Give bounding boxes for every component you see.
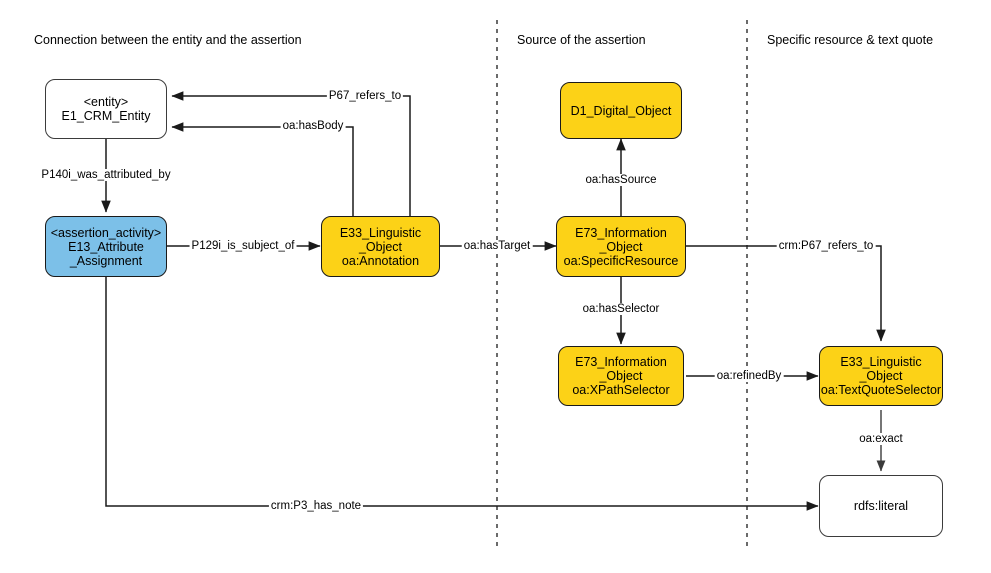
entity-node-line-1: <entity> xyxy=(83,95,129,109)
edge-label-oa-refined-by: oa:refinedBy xyxy=(714,370,784,382)
rdfs-literal-node[interactable]: rdfs:literal xyxy=(819,475,943,537)
edge-label-p67-refers-to: P67_refers_to xyxy=(326,90,404,102)
digital-object-node[interactable]: D1_Digital_Object xyxy=(560,82,682,139)
assertion-activity-node-line-2: E13_Attribute xyxy=(68,239,144,254)
xpath-selector-node-line-2: _Object xyxy=(599,369,643,383)
specific-resource-node[interactable]: E73_Information _Object oa:SpecificResou… xyxy=(556,216,686,277)
annotation-node-line-3: oa:Annotation xyxy=(341,253,420,268)
assertion-activity-node-line-1: <assertion_activity> xyxy=(50,225,162,240)
xpath-selector-node[interactable]: E73_Information _Object oa:XPathSelector xyxy=(558,346,684,406)
section-title-resource: Specific resource & text quote xyxy=(767,33,934,47)
edge-crm-p3-has-note xyxy=(105,277,819,511)
edge-label-crm-p3-has-note: crm:P3_has_note xyxy=(268,500,364,512)
edge-label-oa-has-source: oa:hasSource xyxy=(583,174,659,186)
section-title-connection: Connection between the entity and the as… xyxy=(34,33,302,47)
digital-object-node-line-1: D1_Digital_Object xyxy=(570,103,672,118)
edge-label-oa-has-selector: oa:hasSelector xyxy=(580,303,662,315)
edge-label-oa-has-body: oa:hasBody xyxy=(280,120,346,132)
annotation-node-line-2: _Object xyxy=(358,239,403,254)
text-quote-selector-node-line-3: oa:TextQuoteSelector xyxy=(820,383,942,397)
text-quote-selector-node[interactable]: E33_Linguistic _Object oa:TextQuoteSelec… xyxy=(819,346,943,406)
annotation-node[interactable]: E33_Linguistic _Object oa:Annotation xyxy=(321,216,440,277)
specific-resource-node-line-2: _Object xyxy=(599,239,643,254)
specific-resource-node-line-1: E73_Information xyxy=(575,225,667,240)
edge-label-oa-exact: oa:exact xyxy=(857,433,905,445)
edge-label-p129i-is-subject-of: P129i_is_subject_of xyxy=(189,240,297,252)
text-quote-selector-node-line-1: E33_Linguistic xyxy=(840,355,922,369)
text-quote-selector-node-line-2: _Object xyxy=(859,369,903,383)
edge-label-crm-p67-refers-to: crm:P67_refers_to xyxy=(776,240,876,252)
edge-oa-has-body xyxy=(171,122,354,216)
rdfs-literal-node-line-1: rdfs:literal xyxy=(853,499,909,513)
section-title-source: Source of the assertion xyxy=(517,33,646,47)
edge-crm-p67-refers-to xyxy=(686,245,886,342)
specific-resource-node-line-3: oa:SpecificResource xyxy=(563,253,679,268)
edge-p67-refers-to xyxy=(171,91,411,216)
assertion-activity-node[interactable]: <assertion_activity> E13_Attribute _Assi… xyxy=(45,216,167,277)
edge-label-p140i-was-attributed-by: P140i_was_attributed_by xyxy=(39,169,173,181)
entity-node-line-2: E1_CRM_Entity xyxy=(61,109,151,123)
xpath-selector-node-line-3: oa:XPathSelector xyxy=(572,383,670,397)
entity-node[interactable]: <entity> E1_CRM_Entity xyxy=(45,79,167,139)
xpath-selector-node-line-1: E73_Information xyxy=(575,355,667,369)
assertion-activity-node-line-3: _Assignment xyxy=(69,253,143,268)
annotation-node-line-1: E33_Linguistic xyxy=(339,225,422,240)
edge-label-oa-has-target: oa:hasTarget xyxy=(461,240,533,252)
